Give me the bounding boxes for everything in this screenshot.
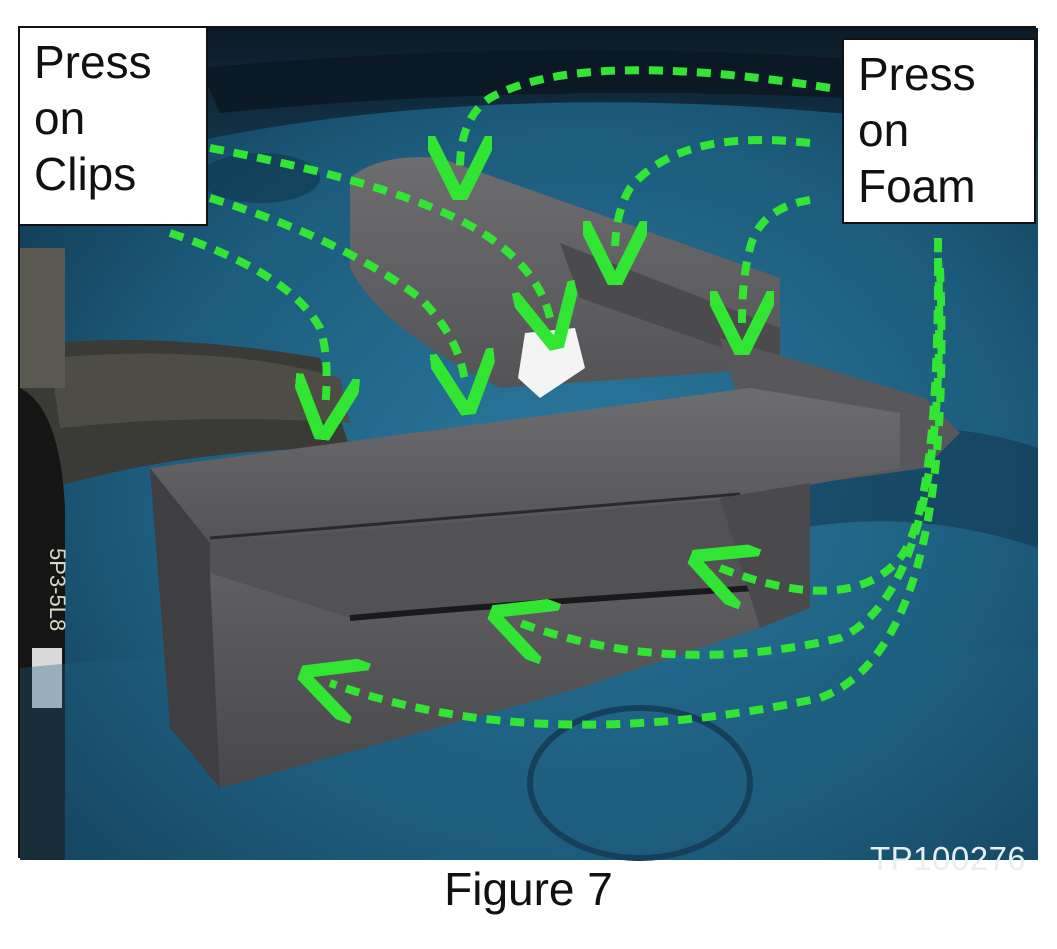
callout-press-on-clips: Press on Clips — [18, 26, 208, 226]
callout-press-on-foam: Press on Foam — [842, 38, 1036, 224]
figure-frame: 5P3-5L8 — [18, 26, 1038, 877]
callout-right-line3: Foam — [858, 160, 976, 212]
callout-left-line1: Press — [34, 36, 152, 88]
callout-right-line2: on — [858, 104, 910, 156]
callout-left-line3: Clips — [34, 148, 137, 200]
vehicle-photo: 5P3-5L8 — [20, 28, 1038, 861]
photo-id-stamp: TP100276 — [870, 840, 1027, 877]
callout-left-line2: on — [34, 92, 86, 144]
hose-label: 5P3-5L8 — [45, 548, 70, 631]
callout-right-line1: Press — [858, 48, 976, 100]
figure-caption: Figure 7 — [444, 863, 613, 915]
